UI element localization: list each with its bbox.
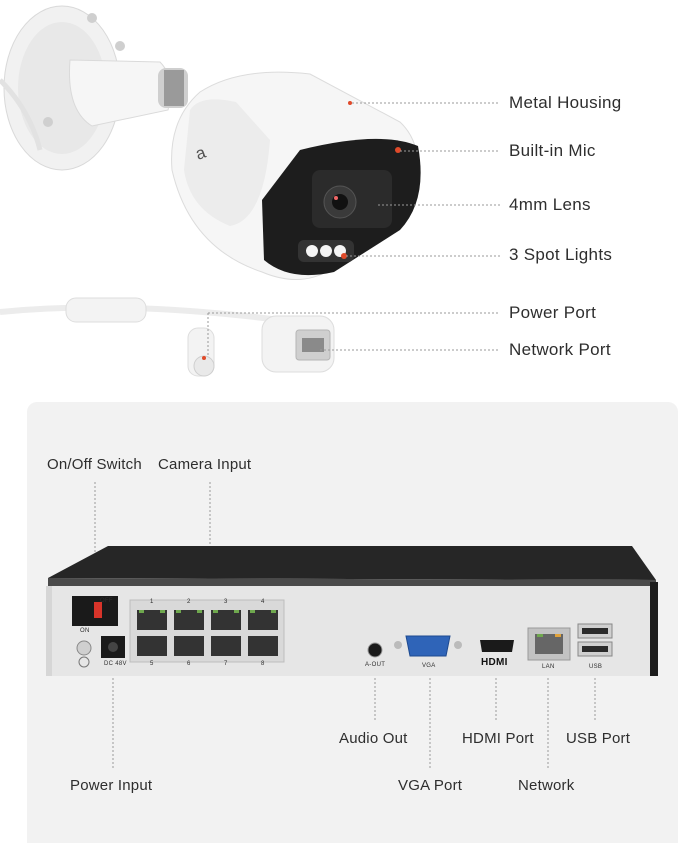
dc-label: DC 48V: [104, 661, 127, 667]
callout-built-in-mic: Built-in Mic: [509, 141, 596, 160]
callout-network-port: Network Port: [509, 340, 611, 359]
hdmi-label: HDMI: [481, 657, 508, 668]
port-number-7: 7: [224, 661, 228, 667]
callout-power-port: Power Port: [509, 303, 597, 322]
on-label: ON: [80, 628, 90, 634]
port-number-5: 5: [150, 661, 154, 667]
port-number-3: 3: [224, 599, 228, 605]
port-number-1: 1: [150, 599, 154, 605]
callout-power-input: Power Input: [70, 777, 153, 794]
aout-label: A-OUT: [365, 662, 386, 668]
callout-network: Network: [518, 777, 575, 794]
callout-spot-lights: 3 Spot Lights: [509, 245, 613, 264]
callout-usb-port: USB Port: [566, 730, 631, 747]
nvr-top: [48, 546, 656, 580]
port-number-6: 6: [187, 661, 191, 667]
camera-body: a: [171, 71, 421, 281]
off-label: OFF: [100, 598, 113, 604]
callout-lens: 4mm Lens: [509, 195, 591, 214]
vga-label: VGA: [422, 663, 436, 669]
lan-label: LAN: [542, 664, 555, 670]
camera-illustration: a: [0, 5, 500, 377]
callout-vga-port: VGA Port: [398, 777, 463, 794]
callout-camera-input: Camera Input: [158, 456, 252, 473]
callout-metal-housing: Metal Housing: [509, 93, 622, 112]
port-number-2: 2: [187, 599, 191, 605]
usb-label: USB: [589, 664, 603, 670]
port-number-8: 8: [261, 661, 265, 667]
port-number-4: 4: [261, 599, 265, 605]
callout-hdmi-port: HDMI Port: [462, 730, 534, 747]
callout-audio-out: Audio Out: [339, 730, 408, 747]
callout-on-off-switch: On/Off Switch: [47, 456, 142, 473]
